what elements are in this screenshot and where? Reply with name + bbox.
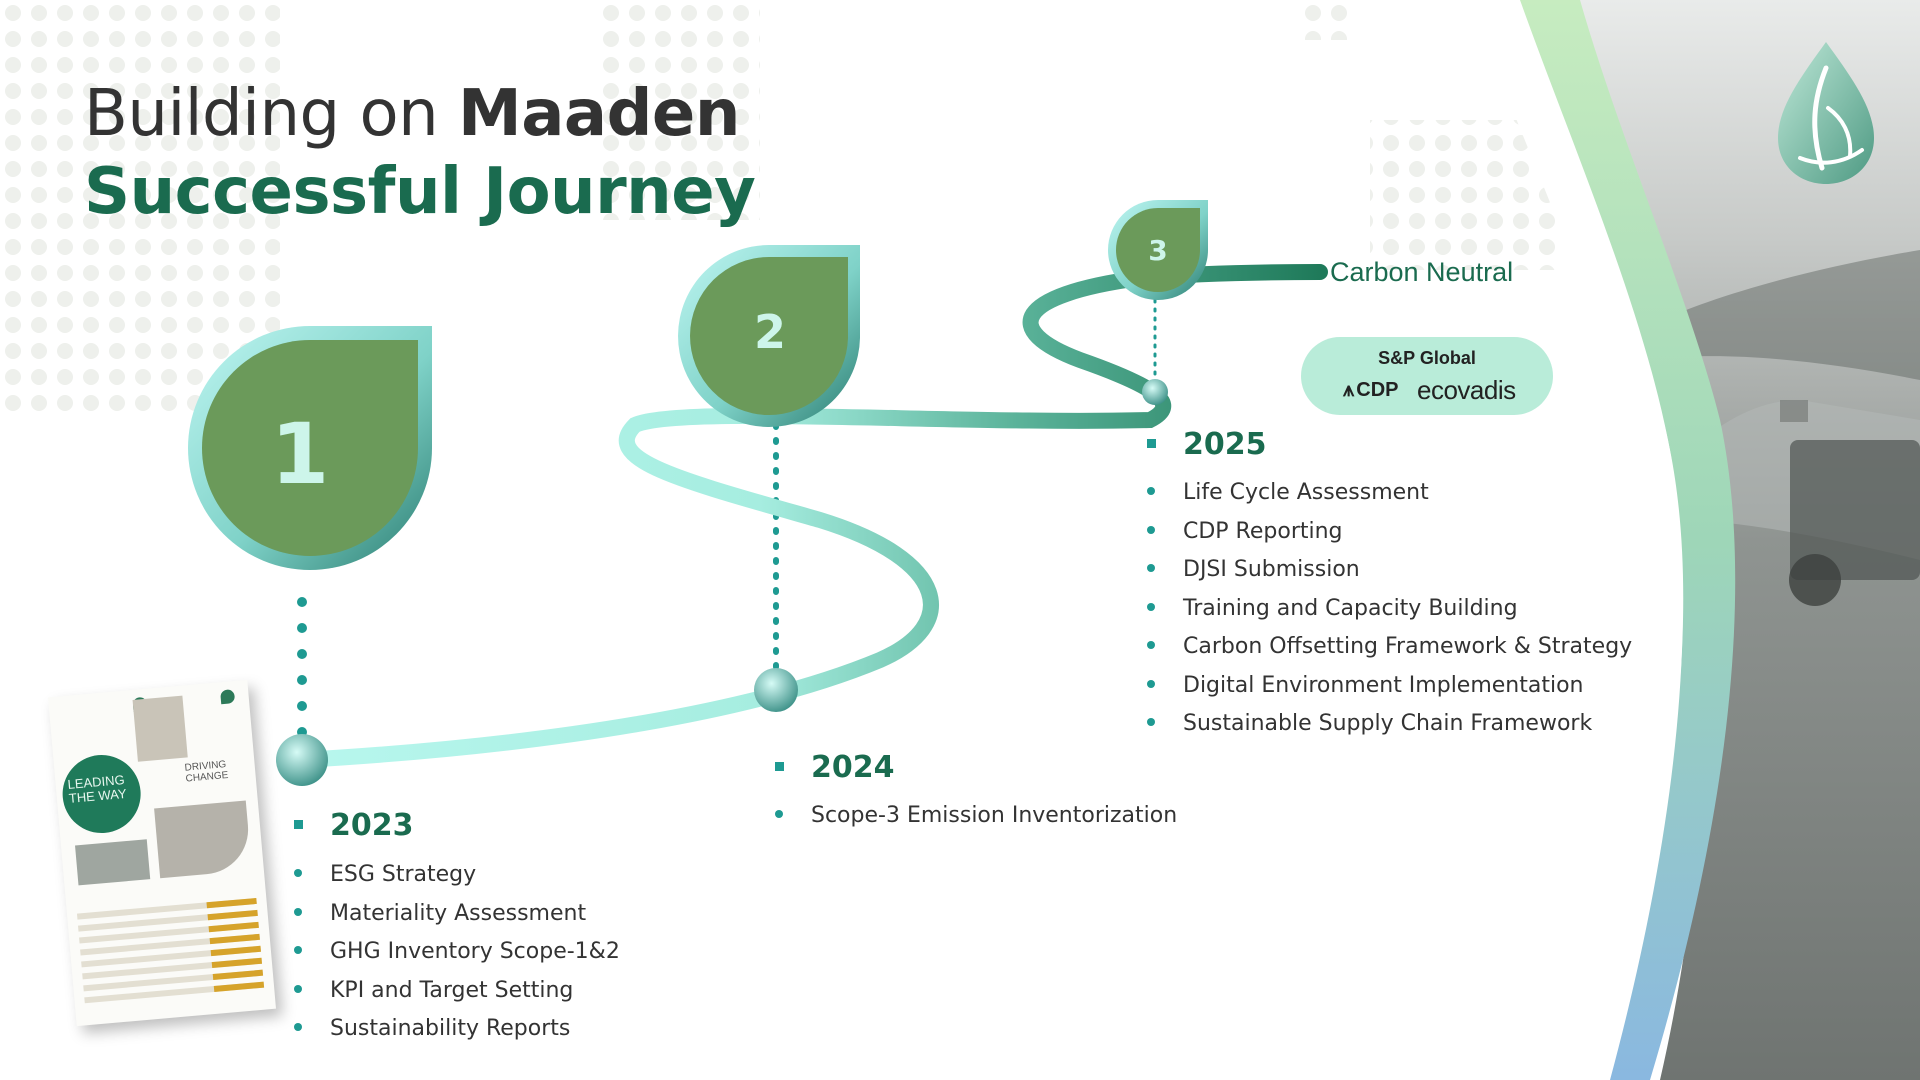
milestone-3-year: 2025 (1147, 427, 1267, 462)
title-brand: Maaden (458, 77, 740, 151)
milestone-1-number: 1 (270, 405, 330, 503)
list-item: Scope-3 Emission Inventorization (774, 797, 1177, 836)
list-item: CDP Reporting (1146, 513, 1632, 552)
milestone-2-year: 2024 (775, 750, 895, 785)
cdp-icon: ⩚ (1343, 379, 1355, 401)
goal-label: Carbon Neutral (1330, 257, 1514, 287)
list-item: Sustainability Reports (294, 1010, 620, 1049)
report-photo (75, 839, 151, 886)
list-item: Sustainable Supply Chain Framework (1146, 705, 1632, 744)
report-logo-right (220, 689, 236, 705)
cdp-logo: ⩚CDP (1343, 379, 1399, 402)
list-item: Materiality Assessment (294, 895, 620, 934)
report-cover-title: LEADING THE WAY (67, 772, 128, 806)
list-item: Digital Environment Implementation (1146, 667, 1632, 706)
report-photo (154, 800, 252, 879)
milestone-2-list: Scope-3 Emission Inventorization (774, 797, 1177, 836)
list-item: Carbon Offsetting Framework & Strategy (1146, 628, 1632, 667)
sp-global-logo: S&P Global (1378, 348, 1476, 368)
title-prefix: Building on (84, 77, 439, 151)
milestone-1-list: ESG Strategy Materiality Assessment GHG … (294, 856, 620, 1049)
milestone-1-year: 2023 (294, 808, 414, 843)
list-item: Life Cycle Assessment (1146, 474, 1632, 513)
list-item: KPI and Target Setting (294, 972, 620, 1011)
title-line-1: Building on Maaden (84, 82, 755, 146)
title-line-2: Successful Journey (84, 155, 756, 229)
list-item: DJSI Submission (1146, 551, 1632, 590)
milestone-2-number: 2 (753, 305, 786, 359)
list-item: GHG Inventory Scope-1&2 (294, 933, 620, 972)
report-cover-subtitle: DRIVING CHANGE (184, 759, 229, 785)
milestone-3-number: 3 (1148, 234, 1168, 267)
brand-logo-icon (1778, 42, 1874, 184)
page-title: Building on Maaden Successful Journey (84, 82, 756, 229)
report-photo (132, 695, 188, 762)
report-table (76, 892, 265, 1007)
list-item: ESG Strategy (294, 856, 620, 895)
milestone-3-list: Life Cycle Assessment CDP Reporting DJSI… (1146, 474, 1632, 744)
ratings-badge: S&P Global ⩚CDP ecovadis (1301, 337, 1553, 415)
ecovadis-logo: ecovadis (1417, 375, 1516, 405)
report-cover-thumbnail: LEADING THE WAY DRIVING CHANGE (47, 679, 277, 1027)
list-item: Training and Capacity Building (1146, 590, 1632, 629)
cdp-label: CDP (1356, 379, 1399, 401)
